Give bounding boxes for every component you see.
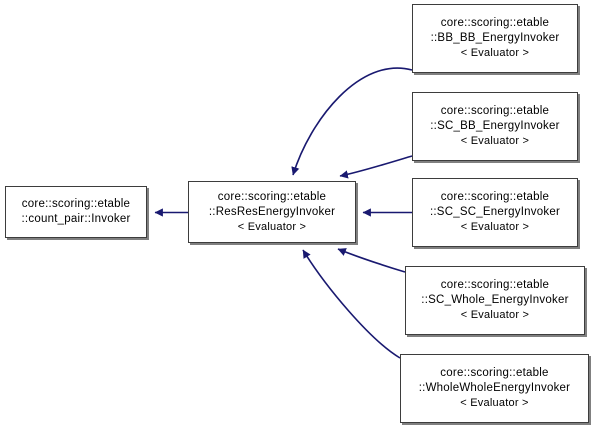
node-label-line2: ::BB_BB_EnergyInvoker: [430, 32, 560, 44]
node-label-line3: < Evaluator >: [460, 47, 530, 59]
node-label-line1: core::scoring::etable: [440, 191, 550, 203]
node-label-line2: ::ResResEnergyInvoker: [208, 205, 336, 218]
edge-bb-bb-to-center: [291, 67, 413, 176]
node-label-line3: < Evaluator >: [460, 397, 529, 409]
node-label-line1: core::scoring::etable: [440, 105, 550, 117]
node-resres-energy-invoker[interactable]: core::scoring::etable ::ResResEnergyInvo…: [188, 181, 356, 243]
node-label-line3: < Evaluator >: [460, 135, 530, 147]
node-label-line1: core::scoring::etable: [440, 17, 550, 29]
node-label-line2: ::WholeWholeEnergyInvoker: [418, 382, 571, 394]
edge-wholewhole-to-center: [302, 249, 401, 359]
node-sc-whole-energy-invoker[interactable]: core::scoring::etable ::SC_Whole_EnergyI…: [405, 266, 585, 335]
node-label-line1: core::scoring::etable: [21, 198, 131, 210]
node-count-pair-invoker[interactable]: core::scoring::etable ::count_pair::Invo…: [5, 186, 147, 238]
node-label-line1: core::scoring::etable: [440, 279, 550, 291]
node-sc-bb-energy-invoker[interactable]: core::scoring::etable ::SC_BB_EnergyInvo…: [412, 92, 578, 161]
edge-sc-bb-to-center: [339, 155, 413, 179]
node-wholewhole-energy-invoker[interactable]: core::scoring::etable ::WholeWholeEnergy…: [400, 354, 589, 423]
node-sc-sc-energy-invoker[interactable]: core::scoring::etable ::SC_SC_EnergyInvo…: [412, 178, 578, 247]
node-label-line3: < Evaluator >: [460, 221, 530, 233]
node-label-line2: ::SC_SC_EnergyInvoker: [429, 206, 561, 218]
edge-sc-whole-to-center: [337, 248, 406, 273]
node-label-line2: ::SC_Whole_EnergyInvoker: [421, 294, 569, 306]
node-label-line3: < Evaluator >: [460, 309, 530, 321]
node-label-line1: core::scoring::etable: [217, 190, 327, 203]
node-label-line1: core::scoring::etable: [440, 367, 549, 379]
node-bb-bb-energy-invoker[interactable]: core::scoring::etable ::BB_BB_EnergyInvo…: [412, 4, 578, 73]
node-label-line2: ::count_pair::Invoker: [21, 213, 131, 225]
node-label-line2: ::SC_BB_EnergyInvoker: [430, 120, 560, 132]
node-label-line3: < Evaluator >: [237, 220, 307, 233]
